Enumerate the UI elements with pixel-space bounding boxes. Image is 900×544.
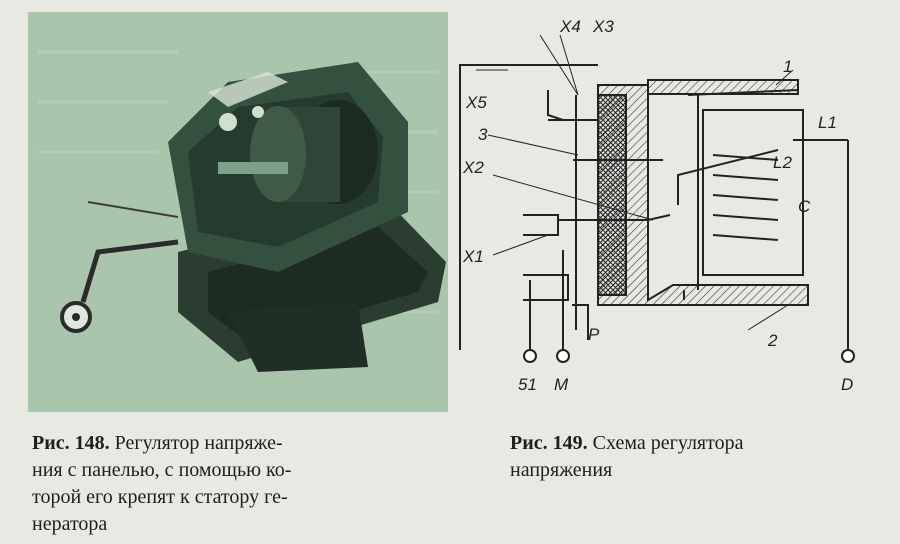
caption-line: ния с панелью, с помощью ко- [32, 457, 440, 484]
label-x4: X4 [559, 17, 581, 36]
label-1: 1 [783, 57, 792, 76]
label-x2: X2 [462, 158, 484, 177]
caption-text: ния с панелью, с помощью ко- [32, 459, 292, 481]
caption-text: Схема регулятора [592, 432, 744, 454]
figure-number: Рис. 149. [510, 432, 588, 454]
label-2: 2 [767, 331, 778, 350]
figure-number: Рис. 148. [32, 432, 110, 454]
caption-line: торой его крепят к статору ге- [32, 484, 440, 511]
label-x1: X1 [462, 247, 484, 266]
caption-line: Рис. 149. Схема регулятора [510, 430, 880, 457]
terminal-d-label: D [841, 375, 853, 394]
label-x5: X5 [465, 93, 487, 112]
terminal-m-label: M [554, 375, 569, 394]
caption-text: торой его крепят к статору ге- [32, 486, 288, 508]
figure-148-caption: Рис. 148. Регулятор напряже- ния с панел… [32, 430, 440, 538]
terminal-51-label: 51 [518, 375, 537, 394]
regulator-schematic: X4 X3 X5 3 X2 X1 1 L1 L2 C 2 P 51 M D [448, 0, 888, 410]
caption-text: напряжения [510, 459, 613, 481]
caption-text: нератора [32, 513, 108, 535]
regulator-photo [28, 12, 448, 412]
label-x3: X3 [592, 17, 614, 36]
caption-line: напряжения [510, 457, 880, 484]
figure-149-caption: Рис. 149. Схема регулятора напряжения [510, 430, 880, 484]
label-l1: L1 [818, 113, 837, 132]
caption-text: Регулятор напряже- [114, 432, 283, 454]
label-3: 3 [478, 125, 488, 144]
label-c: C [798, 197, 811, 216]
regulator-photo-illustration [28, 12, 448, 412]
label-l2: L2 [773, 153, 792, 172]
label-p: P [588, 325, 600, 344]
caption-line: Рис. 148. Регулятор напряже- [32, 430, 440, 457]
caption-line: нератора [32, 511, 440, 538]
schematic-drawing: X4 X3 X5 3 X2 X1 1 L1 L2 C 2 P 51 M D [459, 17, 855, 394]
